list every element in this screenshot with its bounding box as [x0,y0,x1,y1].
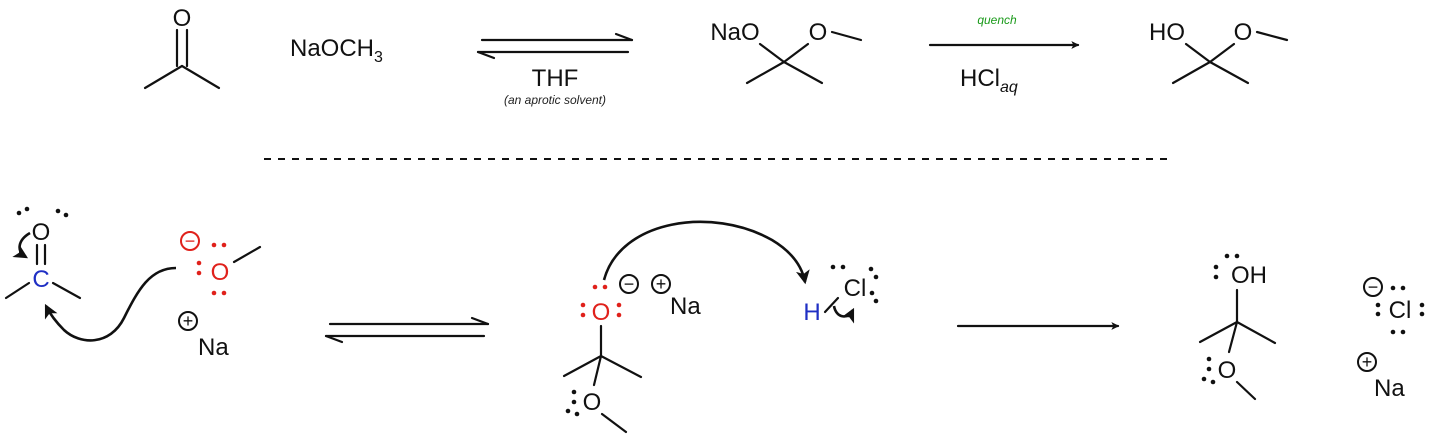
hemiketal-alkoxide-molecule: NaO O [710,19,863,85]
sodium-ion-step1: + Na [178,311,229,361]
product-methoxy-oxygen-label: O [1234,19,1253,46]
sodium-charge-plus-2: + [656,274,667,294]
hydroxyl-label: HO [1149,19,1185,46]
methoxide-charge-minus: − [185,231,196,251]
hemiketal-product-mechanism: OH O [1198,253,1277,401]
alkoxide-oxygen-label: O [592,299,611,326]
sodium-alkoxide-label: NaO [710,19,759,46]
sodium-charge-plus-3: + [1362,352,1373,372]
acid-label: HClaq [960,65,1018,96]
ether-oxygen-label: O [583,389,602,416]
chloride-label: Cl [1389,297,1412,324]
sodium-ion-step3: + Na [1357,352,1405,402]
product-hydroxyl-label: OH [1231,262,1267,289]
solvent-label: THF [532,65,579,92]
chloride-ion: − Cl [1363,277,1425,335]
solvent-note: (an aprotic solvent) [504,93,606,107]
equilibrium-arrow-mechanism [324,316,490,344]
sodium-charge-plus-1: + [183,311,194,331]
acetone-molecule: O [143,5,221,90]
equilibrium-arrow-top [476,32,634,60]
alkoxide-charge-minus: − [624,274,635,294]
product-ether-oxygen-label: O [1218,357,1237,384]
carbonyl-carbon-label: C [32,266,49,293]
hydrogen-chloride-molecule: H Cl [803,264,879,326]
ketone-oxygen-label: O [173,5,192,32]
chlorine-label: Cl [844,275,867,302]
methoxide-oxygen-label: O [211,259,230,286]
hydrogen-label: H [803,299,820,326]
sodium-label-2: Na [670,293,701,320]
carbonyl-oxygen-label: O [32,219,51,246]
methoxide-ion: − O [180,231,262,296]
hemiketal-product-molecule: HO O [1149,19,1289,85]
chloride-charge-minus: − [1368,277,1379,297]
sodium-label-1: Na [198,334,229,361]
sodium-ion-step2: + Na [651,274,701,320]
sodium-label-3: Na [1374,375,1405,402]
sodium-methoxide-label: NaOCH3 [290,35,383,66]
protonation-arrow [602,220,810,285]
quench-label: quench [977,13,1017,27]
tetrahedral-alkoxide-intermediate: O − O [562,274,643,434]
nucleophilic-attack-arrow [44,266,177,342]
acetone-mechanism-molecule: O C [4,206,82,300]
methoxy-oxygen-label: O [809,19,828,46]
